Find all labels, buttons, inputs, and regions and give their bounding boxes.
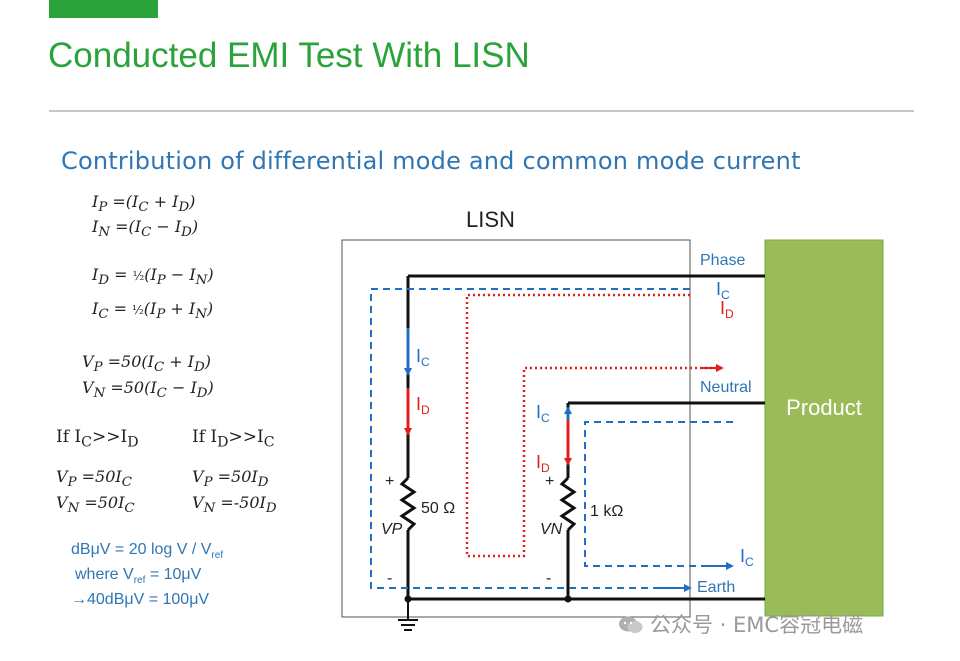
resistor-50-ohm [399,476,417,532]
wechat-icon [618,615,644,635]
equation-vp: VP =50(IC + ID) [82,352,211,376]
watermark-text: 公众号 · EMC容冠电磁 [650,613,864,637]
condition-right-vn: VN =-50ID [192,493,277,517]
slide-subtitle: Contribution of differential mode and co… [61,147,801,175]
id-label-phase: ID [416,394,430,417]
accent-bar [49,0,158,18]
id-label-neutral: ID [536,452,550,475]
vp-label: VP [381,521,403,538]
vn-plus: + [545,473,554,490]
vn-minus: - [546,570,551,587]
equation-id: ID = ½(IP − IN) [92,265,214,289]
condition-left: If IC>>ID [56,427,139,451]
condition-left-vp: VP =50IC [56,467,132,491]
product-block [764,239,884,617]
vp-minus: - [387,570,392,587]
lisn-label: LISN [466,207,515,232]
watermark: 公众号 · EMC容冠电磁 [618,609,863,639]
earth-label: Earth [697,579,735,596]
condition-left-vn: VN =50IC [56,493,135,517]
condition-right: If ID>>IC [192,427,275,451]
db-reference: where Vref = 10μV [75,566,202,587]
neutral-label: Neutral [700,379,752,396]
common-mode-neutral-loop [584,421,733,567]
slide-title: Conducted EMI Test With LISN [48,36,530,75]
equation-vn: VN =50(IC − ID) [82,378,214,402]
equation-ip: IP =(IC + ID) [92,192,196,216]
db-definition: dBμV = 20 log V / Vref [71,541,224,562]
ic-label-earth-side: IC [740,546,754,569]
lisn-box [341,239,691,618]
common-mode-loop [370,288,690,589]
db-example: →40dBμV = 100μV [71,591,210,608]
ic-label-neutral: IC [536,402,550,425]
product-label: Product [786,395,862,420]
vn-label: VN [540,521,563,538]
resistor-50-label: 50 Ω [421,500,455,517]
equation-in: IN =(IC − ID) [92,217,199,241]
equation-ic: IC = ½(IP + IN) [92,299,214,323]
resistor-1k-label: 1 kΩ [590,503,623,520]
condition-right-vp: VP =50ID [192,467,269,491]
phase-label: Phase [700,252,745,269]
title-divider [49,110,914,112]
vp-plus: + [385,473,394,490]
differential-mode-loop [465,293,720,558]
resistor-1k-ohm [559,476,577,532]
ic-label-phase: IC [416,346,430,369]
